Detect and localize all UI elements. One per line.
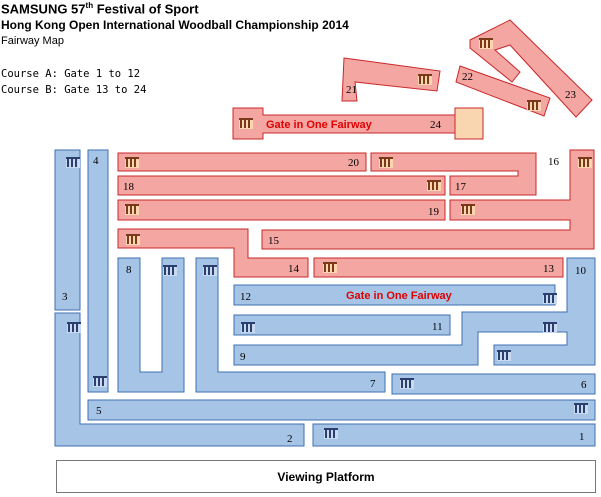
gate-icon	[126, 234, 140, 245]
gate-icon	[543, 293, 557, 304]
fairway-19-shape[interactable]	[117, 199, 446, 221]
fairway-17-number: 17	[455, 181, 467, 193]
gate-icon	[379, 157, 393, 168]
fairway-20-shape[interactable]	[117, 152, 367, 172]
fairway-10-9-shape[interactable]	[233, 257, 596, 366]
gate-icons	[66, 38, 592, 439]
gate-icon	[543, 322, 557, 333]
fairway-18-number: 18	[123, 181, 135, 193]
fairway-13-shape[interactable]	[313, 257, 564, 278]
fairway-15-number: 15	[268, 235, 280, 247]
map-title: SAMSUNG 57th Festival of Sport	[1, 1, 199, 17]
fairway-14-shape[interactable]	[117, 228, 309, 278]
gate-icon	[66, 157, 80, 168]
gate-icon	[479, 38, 493, 49]
fairway-18-shape[interactable]	[117, 175, 446, 196]
gate-icon	[527, 100, 541, 111]
fairway-20-number: 20	[348, 157, 360, 169]
fairway-22-lower[interactable]	[455, 65, 551, 117]
gate-in-one-label-red: Gate in One Fairway	[266, 119, 373, 131]
fairway-9-number: 9	[240, 351, 246, 363]
fairway-24-number: 24	[430, 119, 442, 131]
fairway-16-17-shape[interactable]	[370, 152, 537, 196]
gate-icon	[461, 204, 475, 215]
fairway-2-number: 2	[287, 433, 293, 445]
gate-icon	[93, 376, 107, 387]
fairway-15-shape[interactable]	[261, 149, 595, 250]
gate-icon	[67, 322, 81, 333]
fairway-1-shape[interactable]	[312, 423, 596, 447]
fairway-11-shape[interactable]	[233, 314, 451, 336]
gate-icon	[241, 322, 255, 333]
gate-icon	[497, 350, 511, 361]
fairway-3-shape[interactable]	[54, 149, 81, 311]
fairway-13-number: 13	[543, 263, 555, 275]
fairway-22-23-shape[interactable]	[469, 19, 593, 118]
fairway-6-shape[interactable]	[391, 373, 596, 395]
gate-icon	[400, 378, 414, 389]
fairway-6-number: 6	[581, 379, 587, 391]
fairway-7-number: 7	[370, 378, 376, 390]
fairway-4-shape[interactable]	[87, 149, 109, 393]
fairway-5-number: 5	[96, 405, 102, 417]
gate-in-one-label-blue: Gate in One Fairway	[346, 290, 453, 302]
fairway-21-number: 21	[346, 84, 357, 96]
gate-icon	[163, 265, 177, 276]
map-label: Fairway Map	[1, 35, 64, 47]
fairway-5-shape[interactable]	[87, 399, 596, 421]
gate-icon	[125, 157, 139, 168]
fairway-23-number: 23	[565, 89, 577, 101]
gate-icon	[418, 74, 432, 85]
fairway-1-number: 1	[579, 431, 585, 443]
fairway-12-number: 12	[240, 291, 251, 303]
fairway-19-number: 19	[428, 206, 440, 218]
course-b-legend: Course B: Gate 13 to 24	[1, 84, 147, 96]
gate-icon	[427, 180, 441, 191]
gate-icon	[574, 403, 588, 414]
viewing-platform: Viewing Platform	[56, 460, 596, 493]
fairway-4-number: 4	[93, 155, 99, 167]
fairway-10-number: 10	[575, 265, 587, 277]
event-name: Hong Kong Open International Woodball Ch…	[1, 18, 349, 32]
fairway-8-shape[interactable]	[117, 257, 185, 393]
gate-icon	[578, 157, 592, 168]
fairway-14-number: 14	[288, 263, 300, 275]
fairway-11-number: 11	[432, 321, 443, 333]
fairway-24-tee	[454, 107, 484, 140]
fairway-12-shape[interactable]	[233, 284, 556, 306]
fairway-16-number: 16	[548, 156, 560, 168]
fairway-3-number: 3	[62, 291, 68, 303]
gate-icon	[125, 204, 139, 215]
gate-icon	[239, 118, 253, 129]
gate-icon	[324, 428, 338, 439]
course-a-legend: Course A: Gate 1 to 12	[1, 68, 141, 80]
gate-icon	[203, 265, 217, 276]
fairway-21-shape[interactable]	[341, 57, 441, 102]
fairway-8-number: 8	[126, 264, 132, 276]
gate-icon	[323, 262, 337, 273]
fairway-22-number: 22	[462, 71, 473, 83]
